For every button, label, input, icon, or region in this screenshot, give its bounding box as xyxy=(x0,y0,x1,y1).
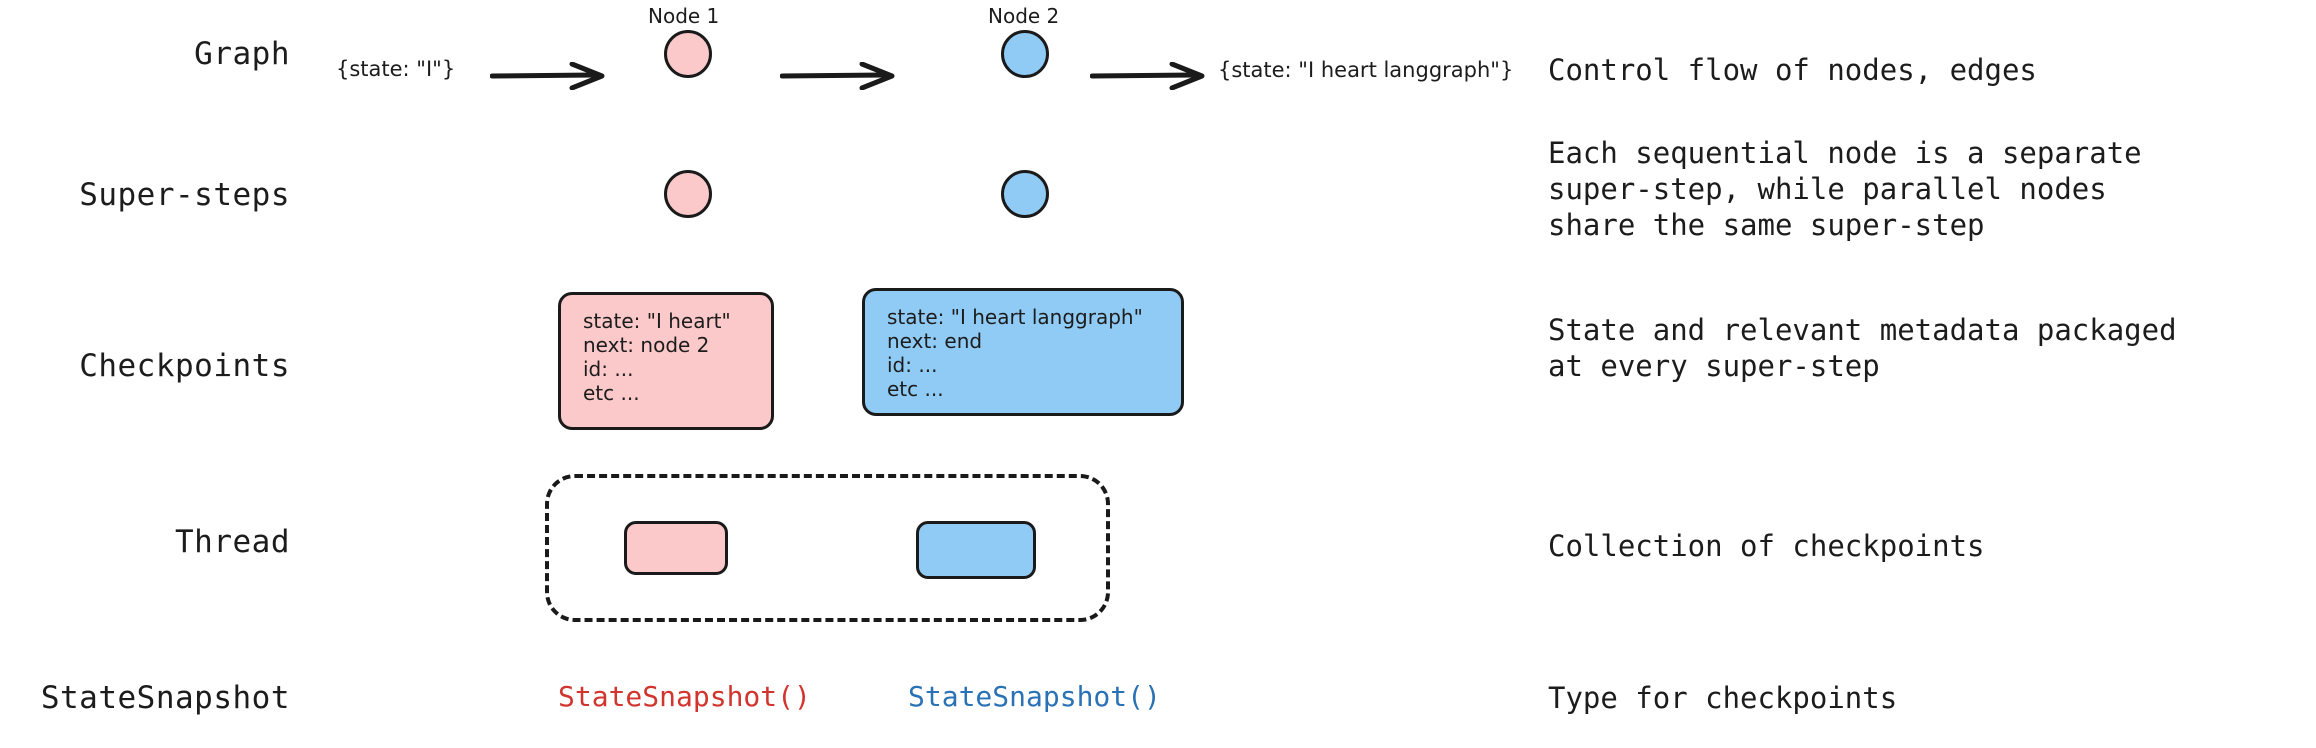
row-label-statesnapshot: StateSnapshot xyxy=(40,680,290,716)
graph-output-state-label: {state: "I heart langgraph"} xyxy=(1218,58,1514,82)
row-label-super-steps: Super-steps xyxy=(79,177,290,213)
checkpoint-box-blue: state: "I heart langgraph" next: end id:… xyxy=(862,288,1184,416)
row-description-checkpoints: State and relevant metadata packaged at … xyxy=(1548,313,2177,383)
row-description-super-steps: Each sequential node is a separate super… xyxy=(1548,136,2142,242)
thread-checkpoint-pink xyxy=(624,521,728,575)
row-label-checkpoints: Checkpoints xyxy=(79,348,290,384)
edge-arrow-1 xyxy=(490,62,605,90)
checkpoint-line: id: ... xyxy=(887,353,938,377)
checkpoint-line: id: ... xyxy=(583,357,634,381)
super-step-node-2 xyxy=(1001,170,1049,218)
checkpoint-line: etc ... xyxy=(583,381,640,405)
thread-container xyxy=(545,474,1110,622)
checkpoint-box-pink: state: "I heart" next: node 2 id: ... et… xyxy=(558,292,774,430)
graph-node-1 xyxy=(664,30,712,78)
edge-arrow-2 xyxy=(780,62,895,90)
row-description-graph: Control flow of nodes, edges xyxy=(1548,53,2037,87)
checkpoint-line: etc ... xyxy=(887,377,944,401)
row-description-statesnapshot: Type for checkpoints xyxy=(1548,681,1898,715)
statesnapshot-blue-label: StateSnapshot() xyxy=(908,680,1161,713)
node-1-title: Node 1 xyxy=(648,4,720,28)
statesnapshot-pink-label: StateSnapshot() xyxy=(558,680,811,713)
checkpoint-line: state: "I heart langgraph" xyxy=(887,305,1143,329)
super-step-node-1 xyxy=(664,170,712,218)
graph-node-2 xyxy=(1001,30,1049,78)
checkpoint-line: next: end xyxy=(887,329,983,353)
checkpoint-line: state: "I heart" xyxy=(583,309,731,333)
graph-input-state-label: {state: "I"} xyxy=(336,57,456,81)
thread-checkpoint-blue xyxy=(916,521,1036,579)
row-description-thread: Collection of checkpoints xyxy=(1548,529,1985,563)
row-label-thread: Thread xyxy=(175,524,290,560)
node-2-title: Node 2 xyxy=(988,4,1060,28)
edge-arrow-3 xyxy=(1090,62,1205,90)
checkpoint-line: next: node 2 xyxy=(583,333,710,357)
row-label-graph: Graph xyxy=(194,36,290,72)
